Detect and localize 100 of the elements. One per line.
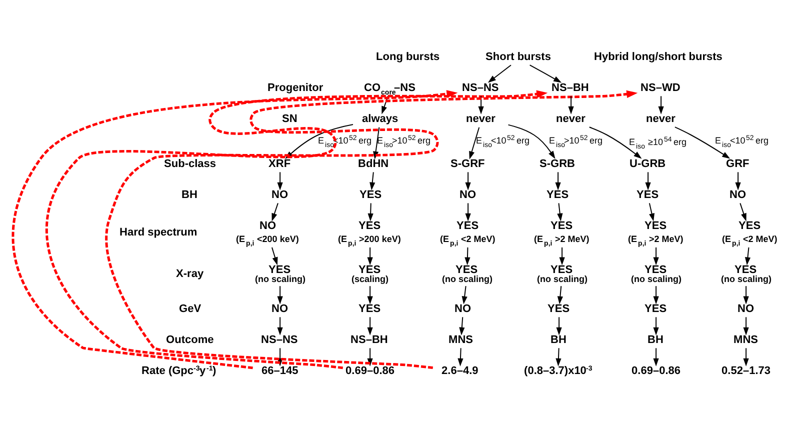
label: Progenitor [268,81,324,94]
node-text: YES (no scaling) [255,263,306,284]
node-text: (0.8–3.7)x10$^{-3}$ [524,364,592,376]
node-text: NO [272,188,288,200]
arrow [271,246,278,265]
node-text: YES [358,302,381,314]
arrow [373,126,380,159]
node-text: YES [548,302,570,314]
arrow [465,171,471,190]
arrow [367,347,373,366]
label: X-ray [176,267,204,280]
arrow [653,316,659,335]
arrow [744,246,751,265]
arrow [653,347,659,366]
arrow [556,316,562,335]
arrow [557,285,563,304]
node-text: YES [546,188,569,200]
node-text: NO [454,302,472,314]
arrow [46,90,548,369]
node-text: NS–WD [640,81,680,94]
arrow [653,246,659,265]
node-text: YES (no scaling) [631,263,682,284]
node-text: never [646,112,676,124]
arrow [12,90,458,369]
node-text: YES [644,302,667,314]
node-text: GRF [726,157,750,170]
arrow [743,285,749,304]
arrow [382,95,388,114]
node-text: 0.69–0.86 [632,364,680,376]
arrow [488,64,512,82]
node-text: NO [738,302,754,314]
arrow [529,64,562,82]
node-text: YES (no scaling) [721,263,772,284]
label: Long bursts [376,50,440,62]
label: Hybrid long/short bursts [594,50,722,62]
node-text: S-GRF [450,157,485,170]
arrow [568,95,574,114]
label: Hard spectrum [120,226,198,238]
arrow [556,347,562,366]
node-text: NS–BH [552,81,589,94]
node-text: NO [730,188,746,200]
arrow [465,202,471,221]
arrow [588,126,642,158]
node-text: BdHN [358,157,389,170]
arrow [674,126,730,158]
arrow [105,90,638,368]
node-text: YES (E$_{p,i}$ <2 MeV) [722,219,778,248]
arrow [462,285,468,304]
node-text: MNS [734,333,758,346]
arrow [557,202,563,221]
arrow [653,285,659,304]
node-text: MNS [448,333,474,346]
arrow [478,95,484,114]
node-text: NO [460,188,476,200]
node-text: NS–NS [261,333,298,346]
edge-label: E$_{iso}$>10$^{52}$ erg [549,134,603,149]
node-text: XRF [268,157,291,170]
arrow [277,285,283,304]
node-text: CO$_{core}$–NS [364,81,416,96]
arrow [735,171,741,190]
arrow [648,202,655,221]
arrow [277,316,283,335]
arrow [559,246,565,265]
node-text: YES (scaling) [352,263,389,284]
arrow [368,202,374,221]
node-text: BH [648,333,664,346]
node-text: YES (no scaling) [537,263,588,284]
node-text: BH [550,333,566,346]
label: Sub-class [164,157,216,170]
edge-label: E$_{iso}$<10$^{52}$ erg [715,134,769,149]
node-text: YES (E$_{p,i}$ <2 MeV) [440,219,496,248]
node-text: NS–NS [462,81,499,94]
label: Rate (Gpc$^{-3}$y$^{-1}$) [142,364,216,376]
node-text: S-GRB [540,157,576,170]
node-text: YES [360,188,382,200]
arrow [370,171,376,190]
arrow [277,171,283,190]
arrow [645,171,651,190]
arrow [743,316,749,335]
node-text: NO (E$_{p,i}$ <200 keV) [236,219,299,248]
node-text: 0.52–1.73 [722,364,770,376]
node-text: NS–BH [350,333,388,346]
arrow [367,316,373,335]
node-text: Short bursts [486,50,551,62]
node-text: YES (E$_{p,i}$ >2 MeV) [628,219,684,248]
node-text: 66–145 [262,364,298,376]
node-text: always [362,112,398,124]
edge-label: E$_{iso}$ ≥10$^{54}$ erg [629,136,687,150]
arrow [367,285,373,304]
arrow [464,246,470,265]
label: GeV [179,302,202,314]
node-text: NO [272,302,288,314]
arrow [555,171,561,190]
node-text: never [466,112,496,124]
label: Outcome [166,333,214,346]
node-text: YES (no scaling) [442,263,493,284]
edge-label: E$_{iso}$<10$^{52}$ erg [476,134,530,149]
arrow [459,316,465,335]
node-text: 2.6–4.9 [442,364,478,376]
arrow [743,347,749,366]
